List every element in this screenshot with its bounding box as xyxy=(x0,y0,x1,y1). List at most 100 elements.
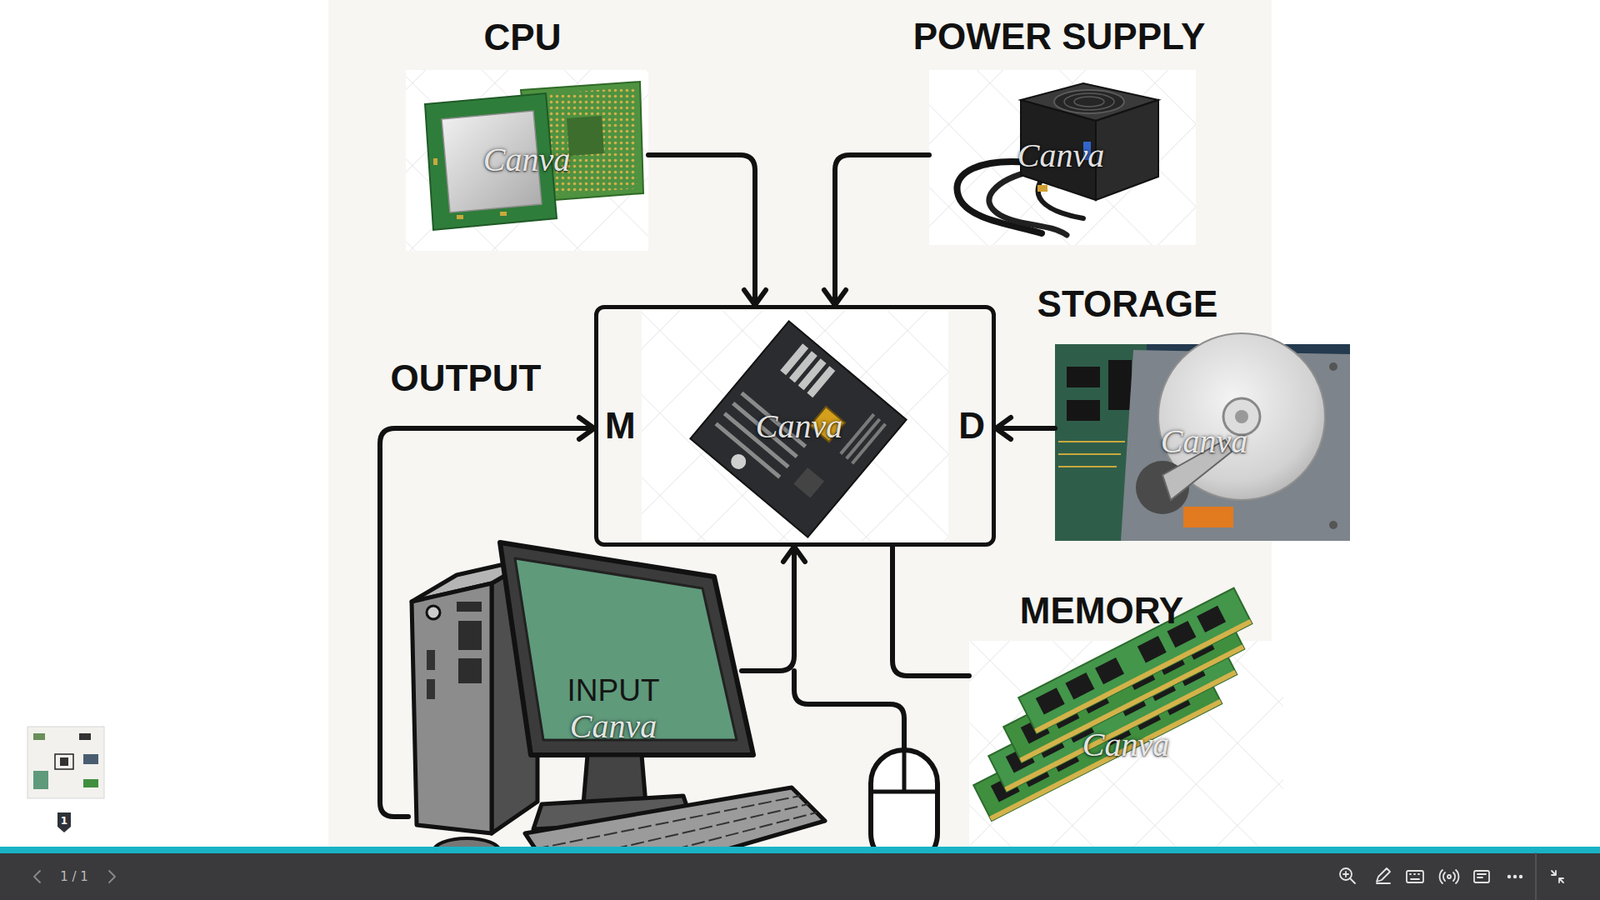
computer-illustration-part xyxy=(426,679,435,700)
arrowhead xyxy=(579,417,595,440)
cpu-picture-part xyxy=(566,115,605,156)
motherboard-picture-part xyxy=(845,418,881,460)
toolbar-icons-part xyxy=(1376,868,1390,884)
computer-illustration-part xyxy=(458,658,482,684)
motherboard-picture-part xyxy=(850,422,887,465)
slide-thumbnail-part xyxy=(27,726,105,799)
computer-node: INPUT xyxy=(408,541,742,834)
component-heading: POWER SUPPLY xyxy=(913,16,1205,57)
watermark: Canva xyxy=(1082,728,1170,762)
toolbar-icons-part xyxy=(109,870,115,883)
computer-illustration-part xyxy=(426,605,440,620)
storage-picture-part xyxy=(1158,333,1325,500)
motherboard-picture-part xyxy=(641,310,949,542)
toolbar-icons-part xyxy=(1440,870,1460,884)
toolbar-icons xyxy=(0,846,1600,900)
computer-illustration-part xyxy=(411,583,492,834)
component-heading: INPUT xyxy=(567,674,660,709)
component-heading: STORAGE xyxy=(1037,284,1219,325)
motherboard-picture-part xyxy=(690,320,906,537)
watermark: Canva xyxy=(1017,139,1105,173)
mouse-illustration xyxy=(794,670,938,867)
power-supply-picture-part xyxy=(1054,90,1125,114)
memory-picture-part xyxy=(1035,687,1065,715)
power-supply-picture-part xyxy=(929,70,1196,245)
toolbar-icons-part xyxy=(1447,875,1451,879)
box-text: M xyxy=(605,405,636,446)
slide-thumbnail-part xyxy=(83,754,99,765)
page-counter: 1 / 1 xyxy=(60,870,89,884)
toolbar-icons-part xyxy=(1535,853,1537,900)
toolbar-icons-part xyxy=(1520,875,1523,879)
arrowhead xyxy=(744,290,766,305)
storage-picture-part xyxy=(1108,360,1132,410)
storage-picture-part xyxy=(1235,410,1249,424)
motherboard-picture-part xyxy=(793,467,825,499)
storage-picture-part xyxy=(1183,506,1234,528)
memory-picture xyxy=(969,588,1284,847)
mouse-illustration-part xyxy=(794,670,905,750)
connector-line xyxy=(995,425,1055,431)
motherboard-picture-part xyxy=(806,365,835,398)
watermark: Canva xyxy=(570,710,657,744)
progress-line xyxy=(0,846,1600,854)
arrowhead xyxy=(824,290,846,305)
page-badge xyxy=(57,812,71,833)
power-supply-picture-part xyxy=(1064,93,1115,110)
box-text: D xyxy=(958,405,985,446)
power-supply-picture-part xyxy=(1074,96,1105,107)
motherboard-picture-part xyxy=(690,320,906,537)
toolbar-icons-part xyxy=(1508,875,1511,879)
page-number: 1 xyxy=(60,815,68,826)
memory-picture-part xyxy=(1196,605,1226,633)
watermark: Canva xyxy=(755,410,843,444)
arrowhead xyxy=(783,546,805,562)
cpu-picture-part xyxy=(405,70,649,251)
power-supply-picture-part xyxy=(1037,185,1048,192)
connector xyxy=(892,546,970,676)
connector xyxy=(380,417,595,817)
watermark: Canva xyxy=(483,143,570,177)
cpu-picture-part xyxy=(433,158,438,165)
power-supply-picture xyxy=(929,70,1196,245)
connector-line xyxy=(741,546,795,671)
computer-illustration-part xyxy=(426,650,435,670)
connector-line xyxy=(648,155,755,305)
slide-thumbnail-part xyxy=(55,754,74,770)
power-supply-picture-part xyxy=(929,70,1196,245)
component-heading: CPU xyxy=(484,17,562,58)
computer-illustration-part xyxy=(500,542,754,755)
motherboard-picture xyxy=(641,310,949,542)
toolbar-icons-part xyxy=(1343,871,1355,884)
memory-picture-part xyxy=(1018,588,1252,734)
toolbar-icons-part xyxy=(1551,870,1564,883)
memory-picture-part xyxy=(1065,672,1095,700)
storage-picture-part xyxy=(1058,441,1125,467)
toolbar-icons-part xyxy=(1477,874,1486,878)
computer-illustration-part xyxy=(458,620,482,650)
connector xyxy=(648,155,766,305)
toolbar-icons-part xyxy=(1514,875,1517,879)
slide-thumbnail-part xyxy=(33,733,45,740)
computer-illustration xyxy=(411,542,825,896)
arrowhead xyxy=(995,417,1011,440)
cpu-picture-part xyxy=(405,70,649,251)
storage-picture-part xyxy=(1329,520,1338,530)
motherboard-picture-part xyxy=(839,413,875,455)
memory-picture-part xyxy=(1018,588,1252,734)
toolbar-icons-part xyxy=(1410,874,1420,880)
connector-label: OUTPUT xyxy=(387,358,545,399)
connector xyxy=(824,155,930,305)
cpu-picture-part xyxy=(456,215,464,220)
toolbar-icons-part xyxy=(34,870,40,883)
toolbar-icons-part xyxy=(1474,870,1490,883)
slide-thumbnail-part xyxy=(79,733,91,740)
slide-thumbnail-part xyxy=(60,757,69,766)
motherboard-picture-part xyxy=(641,310,949,542)
storage-picture-part xyxy=(1066,366,1100,388)
